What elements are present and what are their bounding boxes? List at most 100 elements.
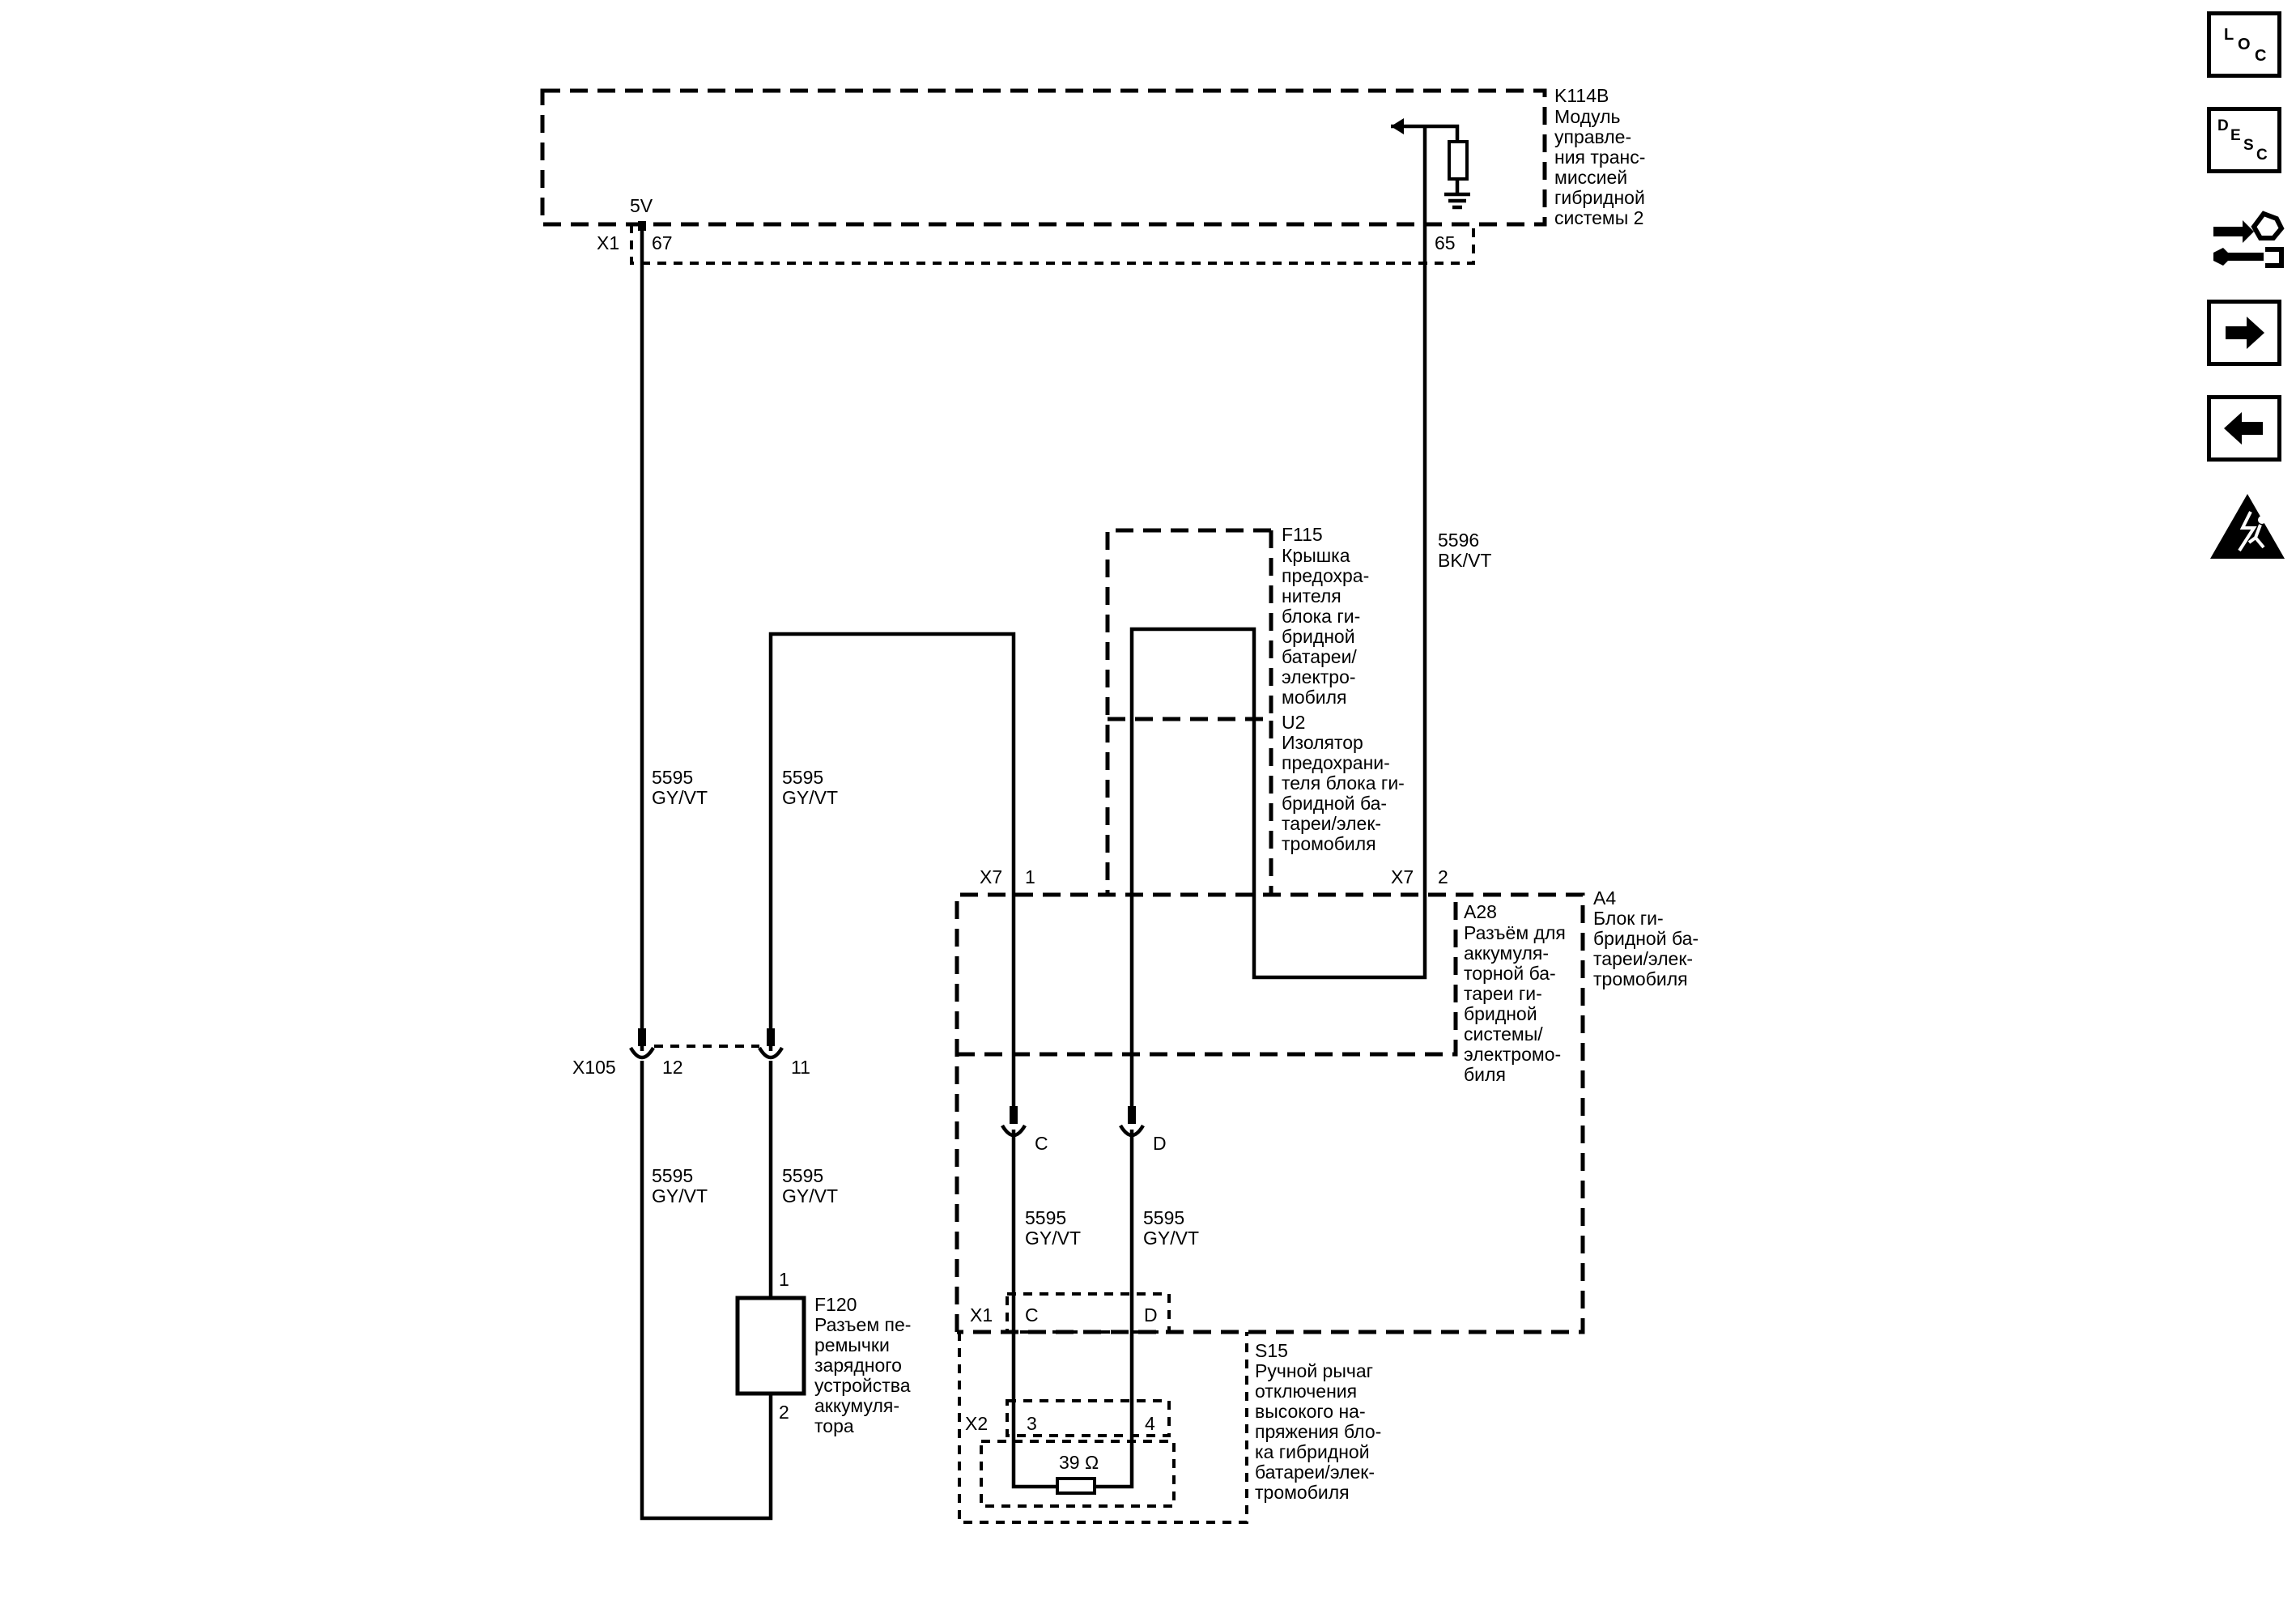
svg-text:Модуль: Модуль (1554, 106, 1621, 127)
s15-manual-disconnect: S15 Ручной рычаг отключения высокого на-… (958, 1292, 1381, 1524)
svg-text:GY/VT: GY/VT (1143, 1228, 1199, 1249)
svg-text:5596: 5596 (1438, 530, 1479, 551)
pin-65-label: 65 (1435, 232, 1456, 253)
svg-text:ния транс-: ния транс- (1554, 147, 1645, 168)
previous-page-button[interactable] (2207, 395, 2281, 462)
k114b-module: K114B Модуль управле- ния транс- миссией… (540, 85, 1645, 265)
svg-text:бридной ба-: бридной ба- (1593, 928, 1699, 949)
u2-fuse-isolator: U2 Изолятор предохрани- теля блока ги- б… (1108, 712, 1405, 895)
svg-text:Разъем пе-: Разъем пе- (814, 1314, 911, 1335)
wire-5595-label: 5595 GY/VT (1025, 1207, 1081, 1249)
svg-text:S: S (2243, 137, 2254, 154)
svg-text:K114B: K114B (1554, 85, 1609, 106)
svg-text:GY/VT: GY/VT (652, 1185, 708, 1206)
wire-5595-label: 5595 GY/VT (652, 1165, 708, 1206)
svg-text:тареи ги-: тареи ги- (1464, 983, 1542, 1004)
a28-battery-connector: A28 Разъём для аккумуля- торной ба- таре… (957, 895, 1566, 1085)
connector-x105-label: X105 (572, 1057, 616, 1078)
svg-text:торной ба-: торной ба- (1464, 963, 1556, 984)
f120-charger-jumper: 1 2 F120 Разъем пе- ремычки зарядного ус… (735, 1269, 911, 1436)
s15-x1-pin-d: D (1144, 1304, 1158, 1326)
k114b-label: K114B Модуль управле- ния транс- миссией… (1554, 85, 1645, 228)
svg-text:BK/VT: BK/VT (1438, 550, 1491, 571)
x7-pin-2-label: 2 (1438, 866, 1448, 887)
s15-x1-pin-c: C (1025, 1304, 1039, 1326)
svg-text:тромобиля: тромобиля (1593, 968, 1688, 989)
pin-67-label: 67 (652, 232, 673, 253)
s15-x2-pin-3: 3 (1027, 1413, 1037, 1434)
next-page-button[interactable] (2207, 300, 2281, 366)
terminals (629, 221, 1145, 1138)
connector-repair-button[interactable] (2207, 202, 2288, 275)
svg-text:L: L (2224, 26, 2234, 44)
svg-text:бридной: бридной (1464, 1003, 1537, 1024)
s15-label: S15 Ручной рычаг отключения высокого на-… (1255, 1340, 1381, 1503)
connector-x7-right-label: X7 (1391, 866, 1414, 887)
svg-text:A4: A4 (1593, 887, 1616, 908)
svg-text:5595: 5595 (1025, 1207, 1066, 1228)
f115-fuse-cover: F115 Крышка предохра- нителя блока ги- б… (1105, 524, 1369, 895)
s15-connector-x2-label: X2 (965, 1413, 988, 1434)
svg-text:5595: 5595 (782, 1165, 823, 1186)
a28-label: A28 Разъём для аккумуля- торной ба- таре… (1464, 901, 1566, 1085)
f120-pin-2: 2 (779, 1402, 789, 1423)
loc-icon: L O C (2224, 26, 2266, 65)
desc-button[interactable]: D E S C (2207, 107, 2281, 173)
svg-text:биля: биля (1464, 1064, 1506, 1085)
u2-label: U2 Изолятор предохрани- теля блока ги- б… (1282, 712, 1405, 854)
svg-text:мобиля: мобиля (1282, 687, 1347, 708)
svg-text:электромо-: электромо- (1464, 1044, 1561, 1065)
f120-pin-1: 1 (779, 1269, 789, 1290)
svg-text:GY/VT: GY/VT (782, 1185, 838, 1206)
wire-5595-label: 5595 GY/VT (652, 767, 708, 808)
svg-text:предохра-: предохра- (1282, 565, 1369, 586)
svg-text:Крышка: Крышка (1282, 545, 1350, 566)
svg-text:управле-: управле- (1554, 126, 1631, 147)
svg-text:устройства: устройства (814, 1375, 911, 1396)
svg-text:F120: F120 (814, 1294, 857, 1315)
s15-x2-pin-4: 4 (1145, 1413, 1155, 1434)
svg-text:E: E (2230, 127, 2241, 144)
connector-x7-left-label: X7 (980, 866, 1002, 887)
pin-c-label: C (1035, 1133, 1048, 1154)
svg-text:пряжения бло-: пряжения бло- (1255, 1421, 1381, 1442)
high-voltage-warning-icon (2210, 494, 2285, 559)
svg-text:A28: A28 (1464, 901, 1497, 922)
s15-connector-x1-label: X1 (970, 1304, 993, 1326)
svg-text:отключения: отключения (1255, 1381, 1357, 1402)
svg-text:D: D (2217, 117, 2229, 134)
svg-text:5595: 5595 (782, 767, 823, 788)
f120-label: F120 Разъем пе- ремычки зарядного устрой… (814, 1294, 911, 1436)
high-voltage-warning (2207, 489, 2288, 562)
svg-text:5595: 5595 (1143, 1207, 1184, 1228)
arrow-right-icon (2226, 317, 2264, 349)
svg-text:тора: тора (814, 1415, 854, 1436)
svg-text:тареи/элек-: тареи/элек- (1282, 813, 1381, 834)
svg-text:Блок ги-: Блок ги- (1593, 908, 1664, 929)
a4-battery-block: A4 Блок ги- бридной ба- тареи/элек- тром… (955, 887, 1699, 1334)
x105-pin-11-label: 11 (791, 1057, 810, 1078)
svg-text:теля блока ги-: теля блока ги- (1282, 772, 1405, 794)
svg-text:Ручной рычаг: Ручной рычаг (1255, 1360, 1373, 1381)
svg-text:бридной: бридной (1282, 626, 1355, 647)
svg-text:U2: U2 (1282, 712, 1305, 733)
svg-text:C: C (2255, 47, 2266, 65)
svg-text:GY/VT: GY/VT (782, 787, 838, 808)
loc-button[interactable]: L O C (2207, 11, 2281, 78)
ground-resistor-symbol (1391, 118, 1470, 210)
wire-5596-label: 5596 BK/VT (1438, 530, 1491, 571)
svg-text:тареи/элек-: тареи/элек- (1593, 948, 1693, 969)
svg-text:электро-: электро- (1282, 666, 1356, 687)
svg-text:батареи/: батареи/ (1282, 646, 1357, 667)
svg-text:гибридной: гибридной (1554, 187, 1645, 208)
f115-label: F115 Крышка предохра- нителя блока ги- б… (1282, 524, 1369, 708)
svg-text:GY/VT: GY/VT (652, 787, 708, 808)
svg-text:O: O (2238, 36, 2251, 53)
svg-text:миссией: миссией (1554, 167, 1627, 188)
svg-text:аккумуля-: аккумуля- (1464, 943, 1549, 964)
svg-text:зарядного: зарядного (814, 1355, 902, 1376)
connector-x1-label: X1 (597, 232, 619, 253)
svg-text:5595: 5595 (652, 1165, 693, 1186)
pin-d-label: D (1153, 1133, 1167, 1154)
